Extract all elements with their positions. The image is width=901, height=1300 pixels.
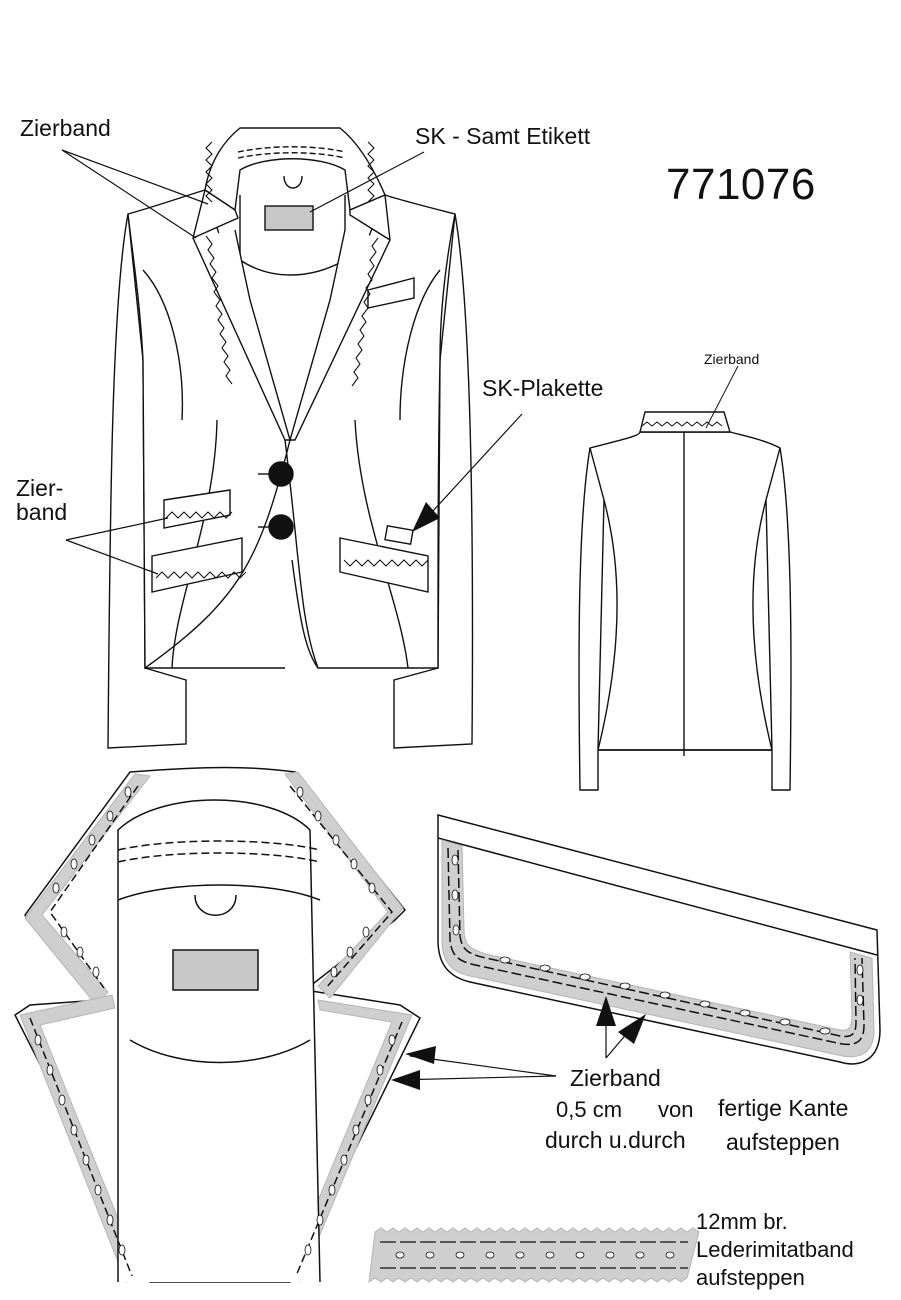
label-zierband-collar: Zierband (20, 115, 111, 141)
label-zierband-detail: Zierband (570, 1065, 661, 1091)
back-left-seam (597, 499, 618, 751)
front-button-lower (268, 514, 294, 540)
detail-hanger-loop (194, 894, 237, 916)
detail-left-stitch (49, 785, 139, 989)
label-aufsteppen: aufsteppen (726, 1129, 840, 1155)
back-body-outline (589, 431, 781, 751)
flap-eyelets (451, 854, 864, 1035)
label-tape-material: Lederimitatband (696, 1237, 854, 1262)
flap-outline (437, 814, 881, 1065)
label-durch: durch u.durch (545, 1127, 686, 1153)
leader-plakette (431, 413, 523, 513)
front-hem-curve (291, 559, 319, 669)
leader-zierband-lapel (61, 149, 197, 239)
label-sk-plakette: SK-Plakette (482, 375, 604, 401)
detail-arrowheads (391, 996, 646, 1090)
leader-zierband-pocket-1 (65, 517, 169, 541)
back-collar (639, 411, 731, 433)
detail-neck-stitch-2 (117, 852, 321, 863)
tape-swatch-band (368, 1227, 700, 1284)
flap-stitch-inner (457, 849, 857, 1038)
front-velvet-label (264, 205, 314, 231)
label-tape-aufsteppen: aufsteppen (696, 1265, 805, 1290)
front-left-lower-flap (151, 537, 247, 593)
detail-lower-curve (129, 1039, 311, 1064)
label-zierband-back: Zierband (704, 351, 760, 367)
detail-left-tape (24, 773, 151, 1006)
leader-zierband-back (705, 365, 739, 429)
front-leader-lines (61, 149, 523, 575)
arrow-line-collar-2 (395, 1075, 557, 1081)
detail-left-lower-stitch (29, 1017, 133, 1277)
flap-tape (441, 839, 875, 1058)
back-left-sleeve (578, 447, 605, 791)
label-tape-width: 12mm br. (696, 1209, 788, 1234)
front-left-sleeve (107, 213, 187, 749)
detail-right-lower-stitch (295, 1021, 403, 1277)
front-right-lapel-zierband (351, 237, 379, 387)
leader-zierband-collar (61, 149, 209, 205)
front-chest-pocket (367, 277, 415, 309)
front-left-side-seam (142, 269, 184, 421)
label-fertige-kante: fertige Kante (718, 1095, 849, 1121)
back-jacket-drawing (578, 411, 792, 791)
front-jacket-drawing (107, 127, 474, 749)
detail-inner-neck (117, 799, 321, 1283)
style-number: 771076 (666, 160, 816, 209)
label-distance: 0,5 cm (556, 1097, 623, 1122)
front-right-lapel (289, 193, 391, 441)
label-zierband-pocket: Zier- band (16, 475, 68, 526)
label-sk-samt-etikett: SK - Samt Etikett (415, 123, 591, 149)
label-von: von (658, 1097, 694, 1122)
detail-neck-stitch-1 (117, 840, 321, 851)
front-right-side-seam (399, 269, 441, 421)
back-right-sleeve (765, 447, 792, 791)
arrowhead-collar-2 (391, 1070, 420, 1090)
front-collar-stitch (237, 146, 346, 153)
front-right-flap (339, 537, 429, 593)
detail-velvet-label (172, 949, 259, 991)
collar-detail-drawing (14, 766, 421, 1283)
arrowhead-flap-2 (618, 1014, 646, 1044)
front-hanger-loop (283, 175, 303, 189)
front-right-collar-zierband (367, 141, 375, 203)
tape-swatch-eyelets (395, 1251, 675, 1259)
front-collar-stitch-2 (237, 152, 346, 159)
front-right-sleeve (393, 213, 474, 749)
back-right-seam (752, 499, 773, 751)
front-left-collar-zierband (205, 141, 213, 203)
front-sk-plakette (384, 525, 414, 545)
flap-stitch-outer (447, 847, 865, 1046)
front-button-upper (268, 461, 294, 487)
front-left-lapel (192, 188, 291, 441)
leader-zierband-pocket-2 (65, 539, 159, 575)
detail-neck-line (117, 884, 321, 901)
detail-right-stitch (289, 785, 393, 989)
leader-samt-etikett (309, 151, 425, 213)
plakette-arrowhead (412, 502, 440, 532)
detail-right-tape (284, 771, 404, 999)
pocket-flap-detail-drawing (437, 814, 881, 1065)
arrowhead-collar-1 (405, 1046, 436, 1064)
arrowhead-flap-1 (596, 996, 616, 1026)
front-left-lapel-zierband (205, 235, 233, 385)
flap-top-band (437, 837, 878, 956)
detail-eyelets (34, 786, 396, 1256)
tape-swatch (368, 1227, 700, 1284)
